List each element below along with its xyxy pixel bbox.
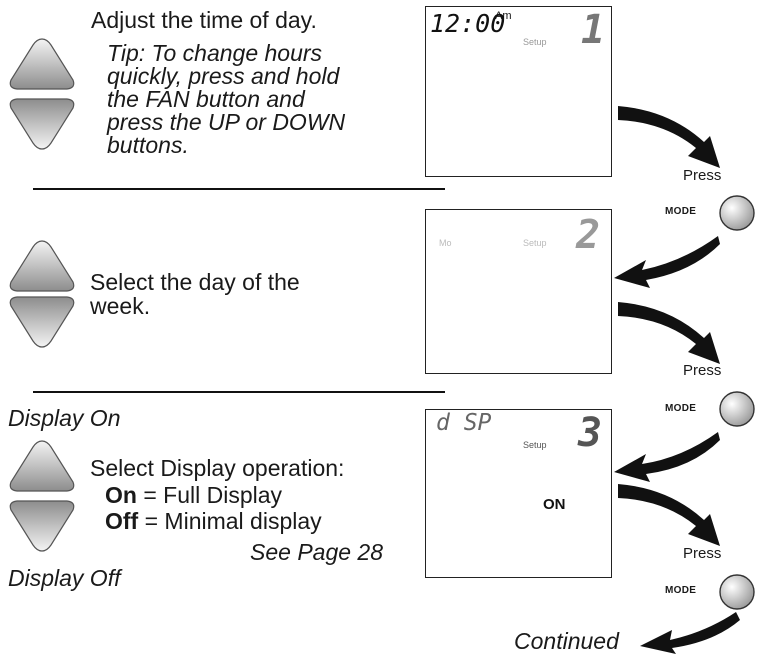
tip-line: buttons. — [107, 132, 189, 158]
continued-arrow — [640, 612, 740, 654]
down-arrow-button[interactable] — [7, 96, 77, 152]
mode-button[interactable] — [717, 389, 757, 429]
flow-arrow — [618, 484, 720, 546]
lcd-setup: Setup — [523, 37, 547, 47]
lcd-display-step3: d SP Setup 3 ON — [425, 409, 612, 578]
down-arrow-button[interactable] — [7, 498, 77, 554]
option-off: Off = Minimal display — [105, 509, 322, 533]
flow-arrow — [614, 236, 720, 288]
lcd-setup: Setup — [523, 238, 547, 248]
lcd-display-step1: 12:00 Am Setup 1 — [425, 6, 612, 177]
divider-line — [33, 391, 445, 393]
step1-title: Adjust the time of day. — [91, 7, 317, 33]
tip-line: the FAN button and — [107, 86, 305, 112]
mode-label: MODE — [665, 206, 697, 217]
step2-text: Select the day of the week. — [90, 270, 300, 318]
continued-label[interactable]: Continued — [514, 628, 619, 654]
press-label: Press — [683, 167, 722, 184]
tip-line: press the UP or DOWN — [107, 109, 346, 135]
see-page-reference[interactable]: See Page 28 — [250, 539, 384, 565]
down-arrow-button[interactable] — [7, 294, 77, 350]
flow-arrow — [614, 432, 720, 482]
display-on-label: Display On — [8, 405, 121, 431]
tip-line: quickly, press and hold — [107, 63, 340, 89]
lcd-step-number: 1 — [581, 7, 606, 53]
mode-label: MODE — [665, 585, 697, 596]
flow-arrow — [618, 106, 720, 168]
step2-line: Select the day of the — [90, 269, 300, 295]
lcd-ampm: Am — [495, 10, 512, 22]
press-label: Press — [683, 545, 722, 562]
lcd-state: ON — [543, 496, 566, 513]
lcd-day: Mo — [439, 238, 452, 248]
option-on-key: On — [105, 482, 137, 508]
mode-button[interactable] — [717, 572, 757, 612]
mode-button[interactable] — [717, 193, 757, 233]
flow-arrow — [618, 302, 720, 364]
step1-tip: Tip: To change hours quickly, press and … — [107, 42, 345, 157]
lcd-step-number: 2 — [576, 212, 601, 258]
lcd-step-number: 3 — [578, 410, 603, 456]
option-on-desc: = Full Display — [136, 482, 283, 508]
up-arrow-button[interactable] — [7, 238, 77, 294]
option-on: On = Full Display — [105, 483, 282, 507]
step3-title: Select Display operation: — [90, 455, 345, 481]
up-arrow-button[interactable] — [7, 36, 77, 92]
mode-label: MODE — [665, 403, 697, 414]
lcd-time: 12:00 — [430, 9, 506, 38]
divider-line — [33, 188, 445, 190]
display-off-label: Display Off — [8, 565, 121, 591]
press-label: Press — [683, 362, 722, 379]
lcd-display-step2: Mo Setup 2 — [425, 209, 612, 374]
option-off-key: Off — [105, 508, 139, 534]
lcd-code: d SP — [436, 410, 492, 436]
tip-line: Tip: To change hours — [107, 40, 323, 66]
up-arrow-button[interactable] — [7, 438, 77, 494]
lcd-setup: Setup — [523, 440, 547, 450]
step2-line: week. — [90, 293, 151, 319]
option-off-desc: = Minimal display — [138, 508, 322, 534]
